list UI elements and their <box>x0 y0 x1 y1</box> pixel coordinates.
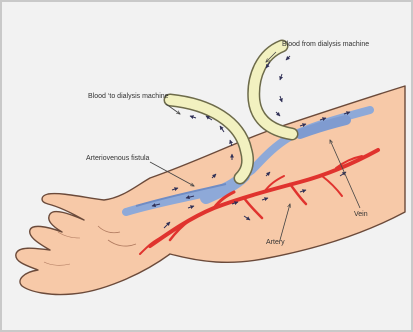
label-blood-from-machine: Blood from dialysis machine <box>282 41 369 48</box>
label-arteriovenous-fistula: Arteriovenous fistula <box>86 155 150 162</box>
label-blood-to-machine: Blood ‘to dialysis machine <box>88 93 169 100</box>
label-artery: Artery <box>266 239 285 246</box>
label-vein: Vein <box>354 211 368 218</box>
